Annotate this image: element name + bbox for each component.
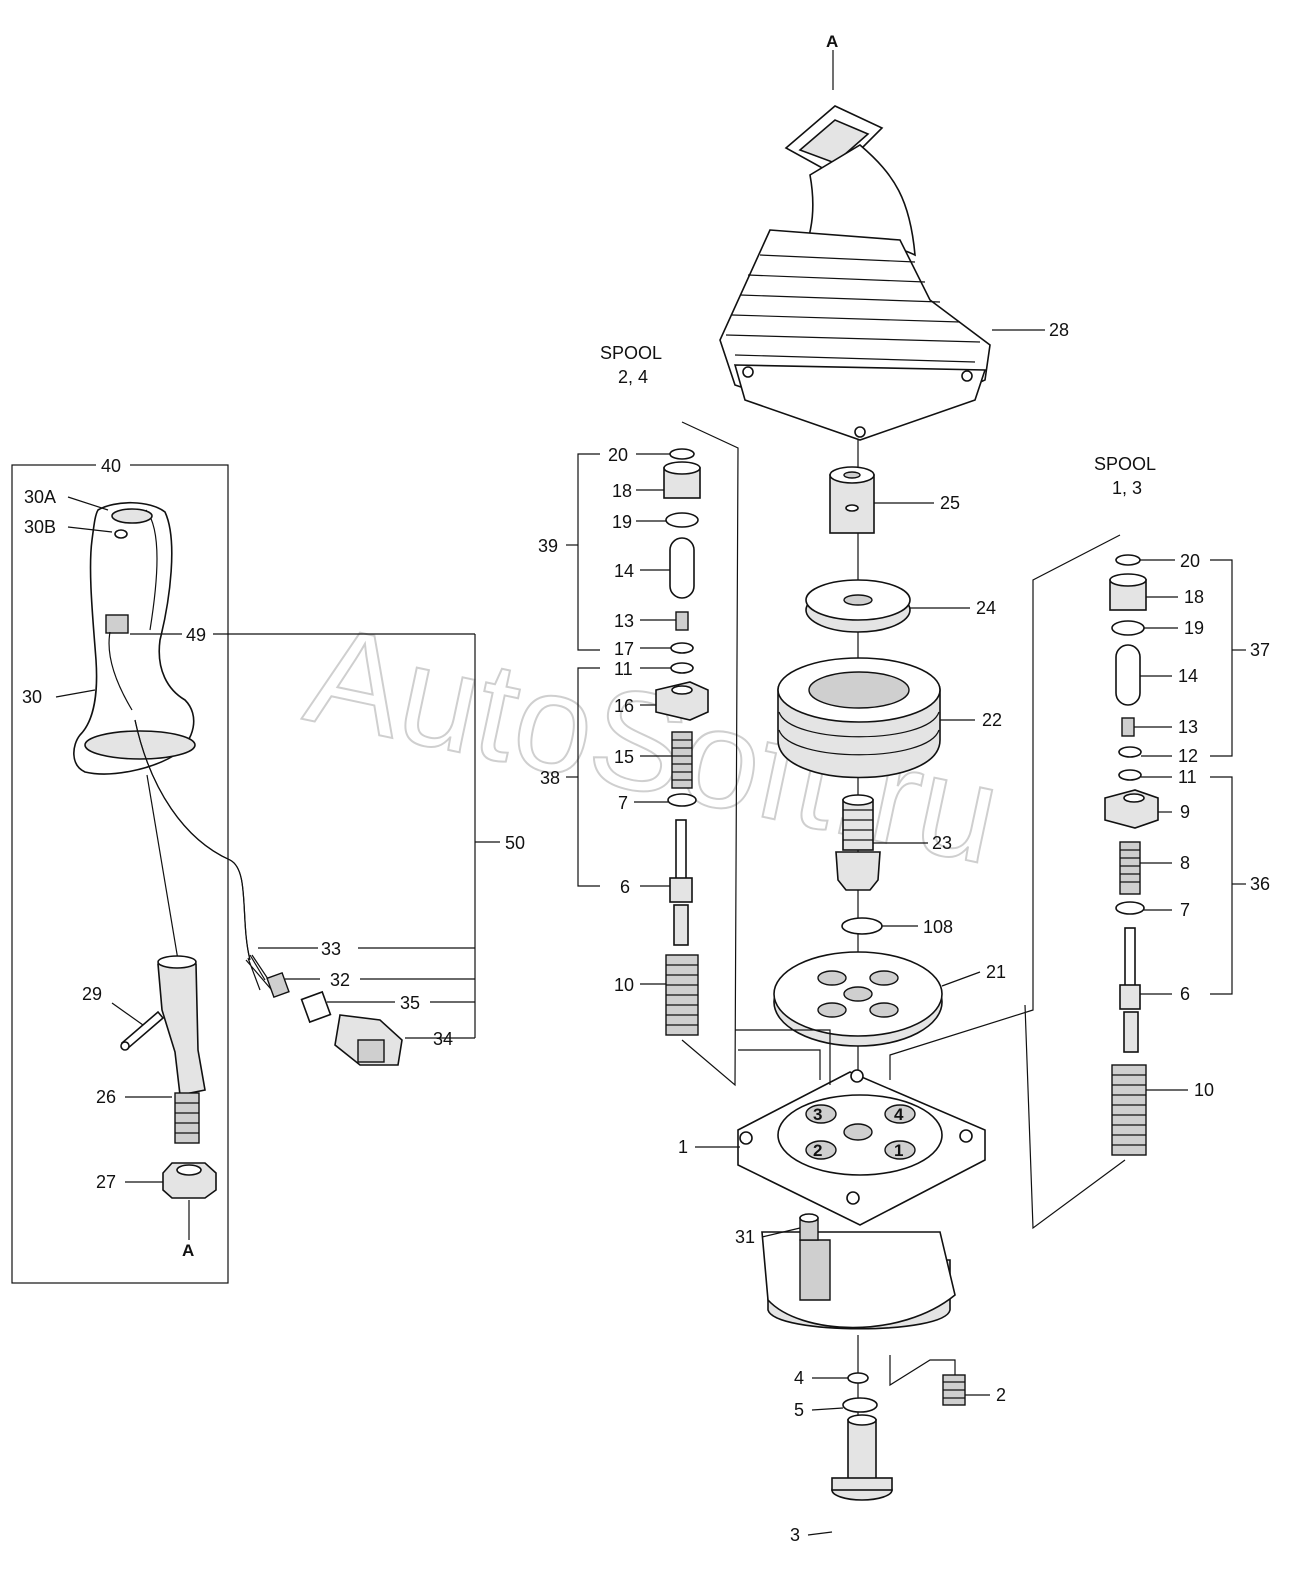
label-50: 50 xyxy=(505,833,525,853)
label-21: 21 xyxy=(986,962,1006,982)
label-30a: 30A xyxy=(24,487,56,507)
lever-rod xyxy=(146,774,206,1144)
rubber-boot xyxy=(719,105,991,441)
label-30: 30 xyxy=(22,687,42,707)
spool-stack-24 xyxy=(655,421,739,1087)
port-2: 2 xyxy=(813,1141,822,1160)
port-3: 3 xyxy=(813,1105,822,1124)
label-39: 39 xyxy=(538,536,558,556)
label-25: 25 xyxy=(940,493,960,513)
label-23: 23 xyxy=(932,833,952,853)
label-13b: 13 xyxy=(1178,717,1198,737)
label-3: 3 xyxy=(790,1525,800,1545)
label-4: 4 xyxy=(794,1368,804,1388)
universal-joint xyxy=(835,794,881,891)
label-28: 28 xyxy=(1049,320,1069,340)
label-20a: 20 xyxy=(608,445,628,465)
label-6a: 6 xyxy=(620,877,630,897)
label-15: 15 xyxy=(614,747,634,767)
handle-assembly-box: 40 xyxy=(11,453,229,1284)
label-12: 12 xyxy=(1178,746,1198,766)
spool-stack-13 xyxy=(889,534,1159,1230)
label-38: 38 xyxy=(540,768,560,788)
bottom-plug xyxy=(831,1414,893,1501)
spool-24-sub: 2, 4 xyxy=(618,367,648,387)
labels: A A SPOOL 2, 4 SPOOL 1, 3 30A 30B 30 49 … xyxy=(22,32,1270,1545)
view-marker-top: A xyxy=(826,32,838,51)
label-9: 9 xyxy=(1180,802,1190,822)
spool-24-path xyxy=(735,1029,831,1085)
view-marker-bottom: A xyxy=(182,1241,194,1260)
label-16: 16 xyxy=(614,696,634,716)
port-1: 1 xyxy=(894,1141,903,1160)
label-2: 2 xyxy=(996,1385,1006,1405)
coupling xyxy=(829,466,875,534)
label-14b: 14 xyxy=(1178,666,1198,686)
label-6b: 6 xyxy=(1180,984,1190,1004)
port-4: 4 xyxy=(894,1105,904,1124)
label-1: 1 xyxy=(678,1137,688,1157)
pin xyxy=(120,1010,165,1051)
label-7a: 7 xyxy=(618,793,628,813)
cam-housing xyxy=(777,657,941,779)
o-ring-4 xyxy=(847,1372,869,1384)
spool-13-title: SPOOL xyxy=(1094,454,1156,474)
label-11b: 11 xyxy=(1178,767,1197,787)
label-35: 35 xyxy=(400,993,420,1013)
label-24: 24 xyxy=(976,598,996,618)
valve-body: 3 4 2 1 xyxy=(737,1069,986,1330)
label-7b: 7 xyxy=(1180,900,1190,920)
label-27: 27 xyxy=(96,1172,116,1192)
label-49: 49 xyxy=(186,625,206,645)
o-ring-5 xyxy=(842,1397,878,1413)
label-13a: 13 xyxy=(614,611,634,631)
label-32: 32 xyxy=(330,970,350,990)
label-10b: 10 xyxy=(1194,1080,1214,1100)
connector-housing xyxy=(300,990,403,1066)
label-19b: 19 xyxy=(1184,618,1204,638)
label-18b: 18 xyxy=(1184,587,1204,607)
joystick-grip xyxy=(73,501,196,775)
wire-terminals xyxy=(245,954,290,999)
label-33: 33 xyxy=(321,939,341,959)
label-11a: 11 xyxy=(614,659,633,679)
label-26: 26 xyxy=(96,1087,116,1107)
label-20b: 20 xyxy=(1180,551,1200,571)
label-22: 22 xyxy=(982,710,1002,730)
label-29: 29 xyxy=(82,984,102,1004)
label-40: 40 xyxy=(101,456,121,476)
spool-13-sub: 1, 3 xyxy=(1112,478,1142,498)
plug-31 xyxy=(799,1213,819,1241)
lever-nut xyxy=(162,1162,217,1199)
label-34: 34 xyxy=(433,1029,453,1049)
label-30b: 30B xyxy=(24,517,56,537)
label-8: 8 xyxy=(1180,853,1190,873)
label-36: 36 xyxy=(1250,874,1270,894)
o-ring-108 xyxy=(841,917,883,935)
label-31: 31 xyxy=(735,1227,755,1247)
label-108: 108 xyxy=(923,917,953,937)
label-19a: 19 xyxy=(612,512,632,532)
plate-four-holes xyxy=(773,951,943,1047)
label-14a: 14 xyxy=(614,561,634,581)
label-17: 17 xyxy=(614,639,634,659)
spool-24-title: SPOOL xyxy=(600,343,662,363)
leader-lines xyxy=(55,329,1246,1536)
label-18a: 18 xyxy=(612,481,632,501)
disc-plate xyxy=(805,579,911,633)
cable-inner xyxy=(134,719,251,961)
label-10a: 10 xyxy=(614,975,634,995)
label-37: 37 xyxy=(1250,640,1270,660)
label-5: 5 xyxy=(794,1400,804,1420)
side-plug xyxy=(942,1374,966,1406)
